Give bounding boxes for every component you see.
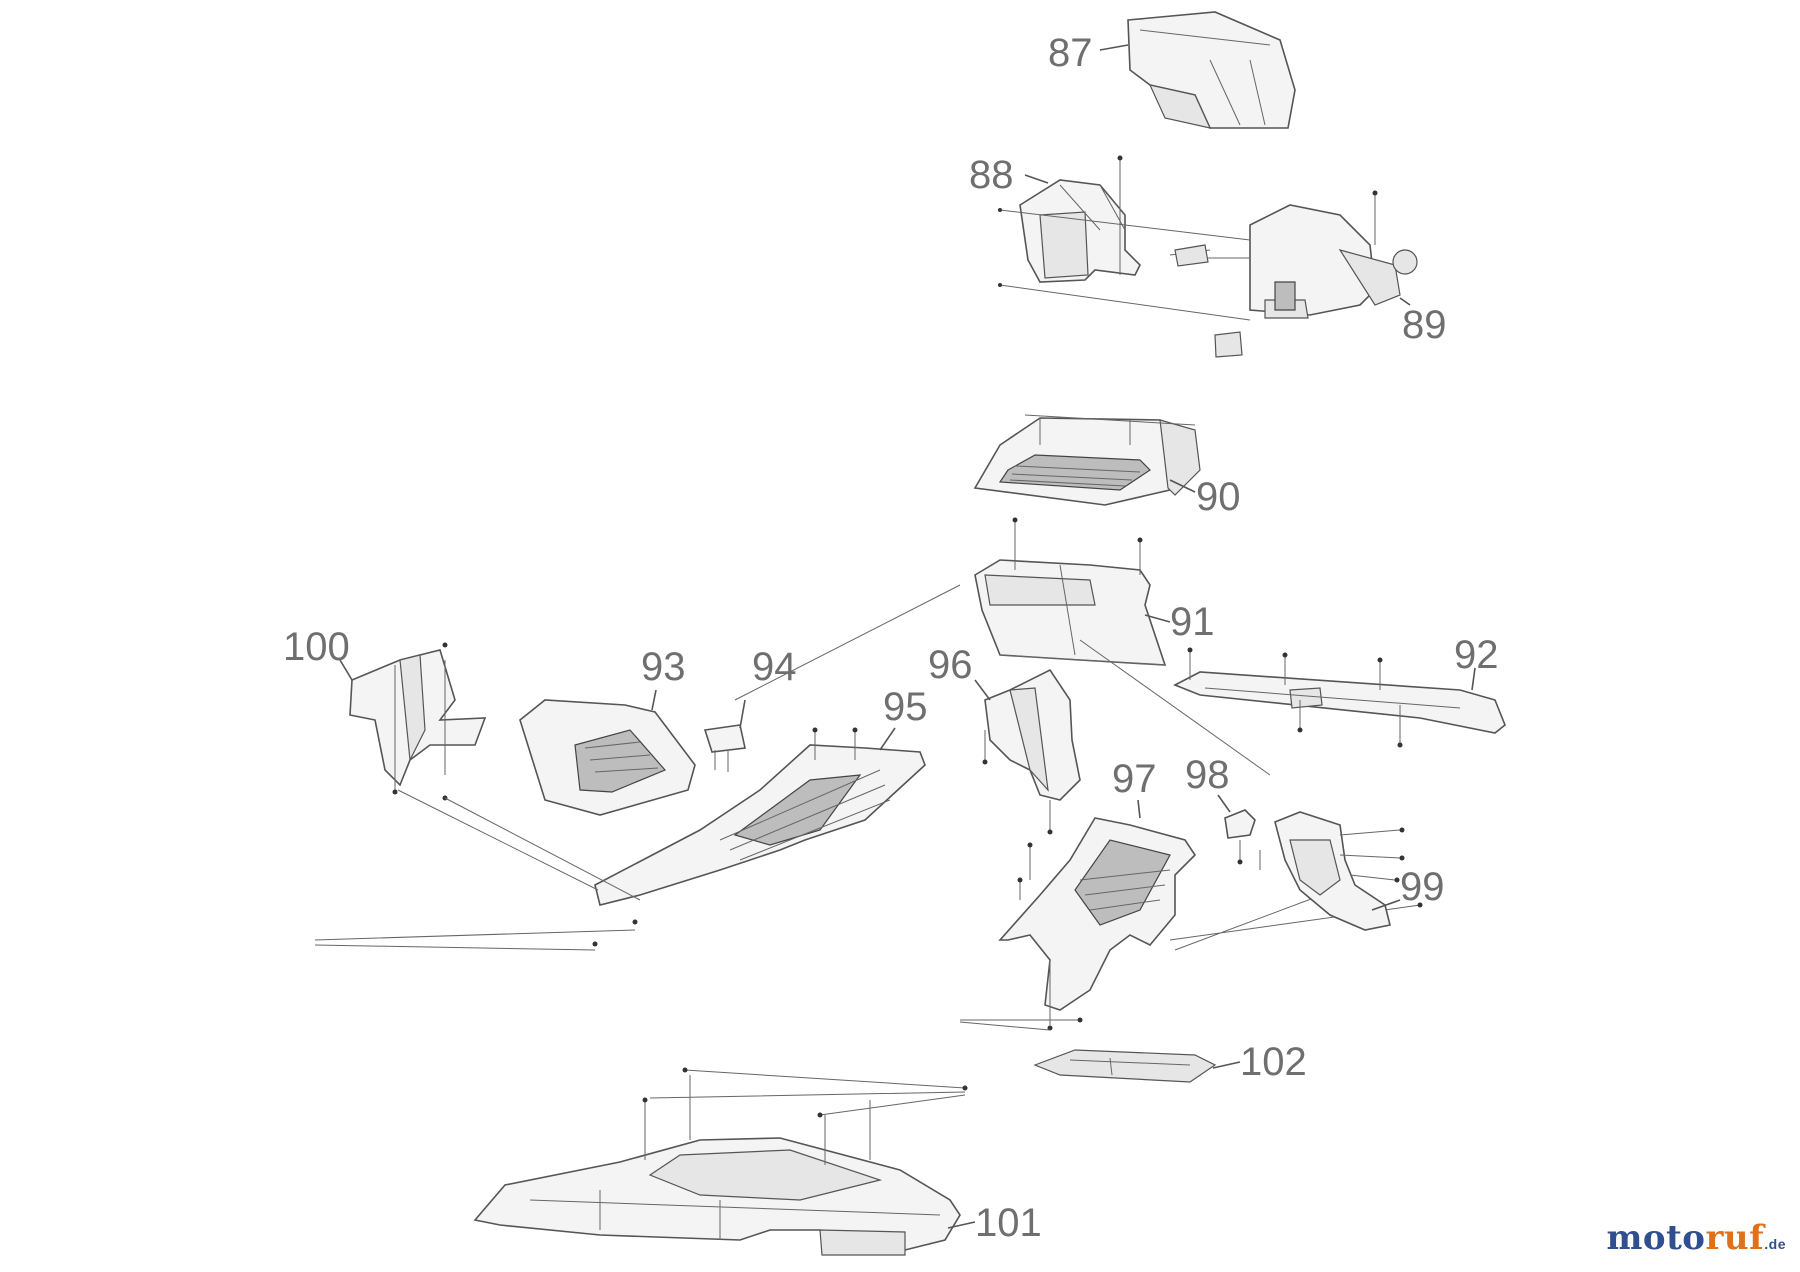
callout-89: 89: [1402, 303, 1447, 347]
callout-91: 91: [1170, 600, 1215, 644]
callout-87: 87: [1048, 31, 1093, 75]
brand-prefix: moto: [1606, 1218, 1706, 1258]
callout-100: 101: [975, 1201, 1042, 1245]
leader-95: [879, 727, 896, 751]
part-96: [984, 668, 1081, 830]
leader-97: [1137, 799, 1141, 819]
leader-102: [1212, 1061, 1241, 1069]
callout-99: 99: [1400, 865, 1445, 909]
part-95: [594, 744, 926, 906]
part-92: [1173, 671, 1506, 734]
callout-92: 92: [1454, 633, 1499, 677]
leader-90: [1169, 479, 1196, 493]
part-99: [1274, 811, 1391, 931]
part-98: [1224, 809, 1261, 870]
brand-tld: .de: [1764, 1236, 1786, 1252]
leader-96: [974, 679, 991, 701]
leader-98: [1217, 794, 1231, 813]
brand-logo: motoruf.de: [1606, 1218, 1786, 1258]
leader-94: [739, 699, 746, 729]
part-87: [1127, 11, 1296, 129]
leader-100: [947, 1221, 976, 1229]
callout-98: 98: [1185, 753, 1230, 797]
leader-88: [1024, 174, 1049, 184]
leader-92: [1471, 667, 1476, 691]
part-102: [1033, 1049, 1217, 1083]
callout-94: 94: [752, 645, 797, 689]
callout-88: 88: [969, 153, 1014, 197]
callout-96: 96: [928, 643, 973, 687]
callout-93: 93: [641, 645, 686, 689]
callout-102: 102: [1240, 1040, 1307, 1084]
leader-101: [339, 659, 353, 681]
leader-99: [1371, 899, 1401, 911]
part-97: [998, 817, 1197, 1011]
part-89: [1249, 204, 1418, 319]
leader-89: [1399, 297, 1411, 306]
callout-101: 100: [283, 625, 350, 669]
callout-97: 97: [1112, 757, 1157, 801]
part-93: [519, 699, 696, 816]
part-94: [703, 724, 746, 772]
leader-91: [1144, 614, 1171, 623]
part-90: [973, 414, 1201, 506]
part-101: [349, 649, 487, 790]
leader-93: [651, 689, 657, 711]
callout-95: 95: [883, 685, 928, 729]
callout-90: 90: [1196, 475, 1241, 519]
leader-87: [1099, 44, 1129, 51]
brand-middle: ruf: [1705, 1218, 1765, 1258]
part-88: [1019, 179, 1141, 283]
part-91: [974, 559, 1167, 666]
part-100: [473, 1137, 961, 1256]
